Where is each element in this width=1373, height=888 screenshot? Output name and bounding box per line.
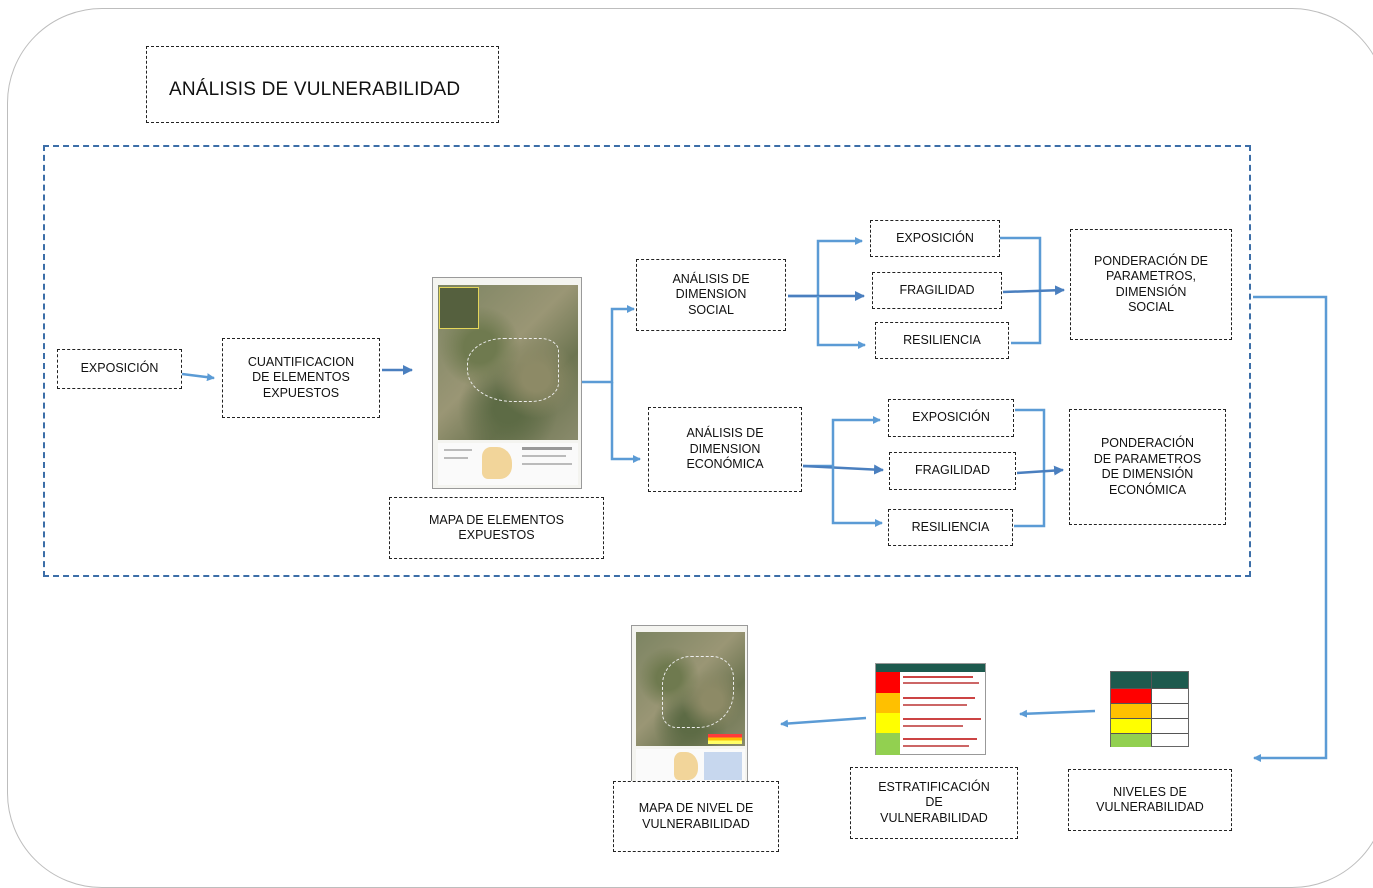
arrow-niveles-to-estratificacion [1019,709,1096,718]
arrow-exposicion-to-cuantificacion [181,372,215,382]
node-eco-fragilidad: FRAGILIDAD [889,452,1016,490]
node-social-fragilidad: FRAGILIDAD [872,272,1002,309]
exposed-elements-map-image [432,277,582,489]
node-ponderacion-economica: PONDERACIÓN DE PARAMETROS DE DIMENSIÓN E… [1069,409,1226,525]
node-eco-resiliencia: RESILIENCIA [888,509,1013,546]
arrow-map-to-social [582,305,635,384]
node-mapa-nivel: MAPA DE NIVEL DE VULNERABILIDAD [613,781,779,852]
node-cuantificacion: CUANTIFICACION DE ELEMENTOS EXPUESTOS [222,338,380,418]
node-analisis-economica: ANÁLISIS DE DIMENSION ECONÓMICA [648,407,802,492]
node-social-resiliencia: RESILIENCIA [875,322,1009,359]
arrow-map-to-economica [610,382,641,463]
node-social-exposicion: EXPOSICIÓN [870,220,1000,257]
arrow-economica-to-resiliencia [831,466,883,527]
arrow-social-to-exposicion [788,237,863,298]
arrow-social-to-resiliencia [816,296,866,349]
arrow-economica-to-ponderacion [1016,465,1064,476]
arrow-economica-to-exposicion [803,416,881,468]
arrow-economica-merge [1014,408,1046,528]
arrow-social-to-ponderacion [1002,285,1065,296]
node-analisis-social: ANÁLISIS DE DIMENSION SOCIAL [636,259,786,331]
vulnerability-levels-table-image [1110,671,1189,747]
node-estratificacion: ESTRATIFICACIÓN DE VULNERABILIDAD [850,767,1018,839]
diagram-title: ANÁLISIS DE VULNERABILIDAD [146,46,499,123]
node-mapa-elementos: MAPA DE ELEMENTOS EXPUESTOS [389,497,604,559]
node-exposicion: EXPOSICIÓN [57,349,182,389]
vulnerability-map-image [631,625,748,787]
node-niveles: NIVELES DE VULNERABILIDAD [1068,769,1232,831]
analysis-group-frame [43,145,1251,577]
node-ponderacion-social: PONDERACIÓN DE PARAMETROS, DIMENSIÓN SOC… [1070,229,1232,340]
arrow-estratificacion-to-mapa [780,716,867,728]
node-eco-exposicion: EXPOSICIÓN [888,399,1014,437]
arrow-ponderacion-to-niveles [1253,295,1328,762]
stratification-table-image [875,663,986,755]
arrow-economica-to-fragilidad [802,464,884,475]
